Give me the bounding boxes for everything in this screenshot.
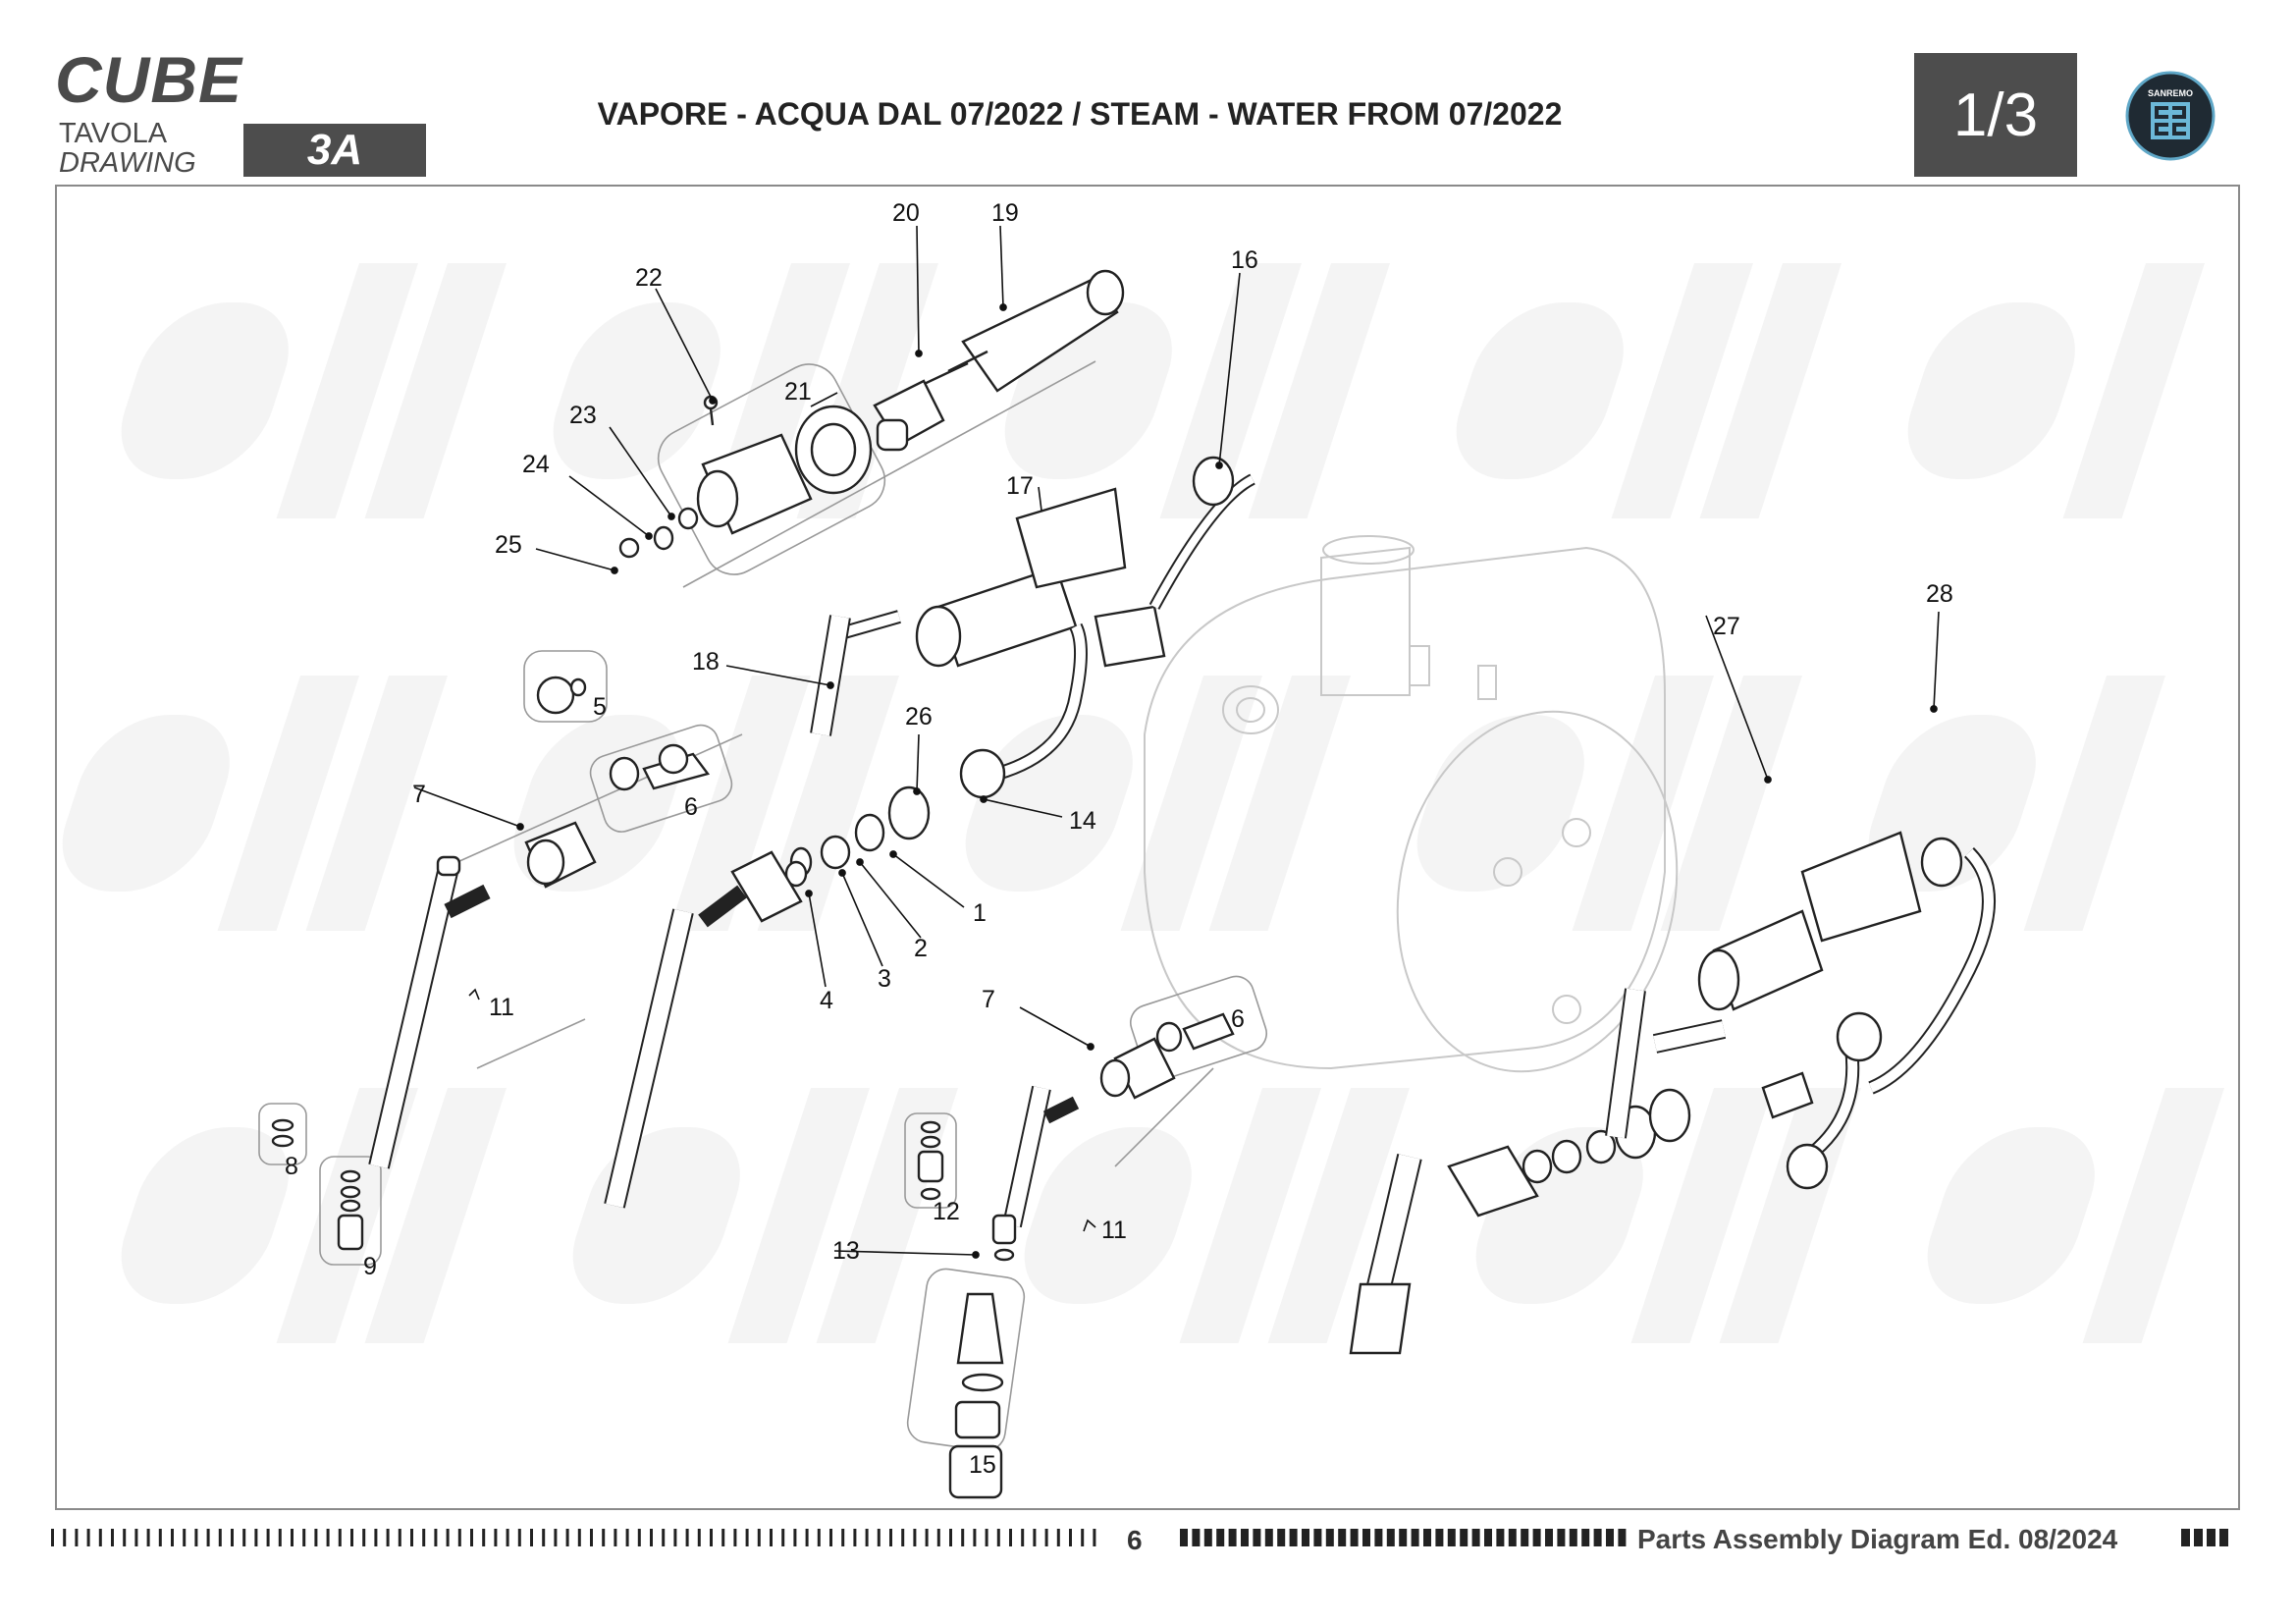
part-label-22: 22 bbox=[635, 264, 663, 292]
page-number: 6 bbox=[1127, 1525, 1143, 1555]
part-label-15: 14 bbox=[1069, 807, 1096, 835]
leader-lines bbox=[413, 225, 1940, 1259]
part-label-12: 12 bbox=[933, 1198, 960, 1225]
brand-title: CUBE bbox=[55, 43, 243, 116]
parts-drawing bbox=[271, 269, 1996, 1499]
part-label-18: 18 bbox=[692, 648, 720, 676]
drawing-label: DRAWING bbox=[59, 147, 196, 179]
part-label-7a: 7 bbox=[412, 781, 426, 808]
part-label-19: 19 bbox=[991, 199, 1019, 227]
part-label-25: 25 bbox=[495, 531, 522, 559]
part-label-8: 8 bbox=[285, 1153, 298, 1180]
logo-text: SANREMO bbox=[2148, 88, 2193, 98]
part-label-5: 5 bbox=[593, 693, 607, 721]
drawing-code-badge: 3A bbox=[243, 124, 426, 177]
part-label-23: 23 bbox=[569, 402, 597, 429]
drawing-frame bbox=[55, 185, 2240, 1510]
part-label-16: 16 bbox=[1231, 246, 1258, 274]
part-label-9: 9 bbox=[363, 1253, 377, 1280]
footer-bar-pattern bbox=[51, 1529, 2228, 1546]
tavola-label: TAVOLA bbox=[59, 118, 168, 149]
sanremo-logo-icon: SANREMO bbox=[2125, 71, 2216, 161]
part-label-4: 4 bbox=[820, 987, 833, 1014]
part-label-6b: 6 bbox=[1231, 1005, 1245, 1033]
part-label-21: 21 bbox=[784, 378, 812, 406]
part-label-2: 2 bbox=[914, 935, 928, 962]
part-labels: 20 19 16 22 21 23 24 25 17 18 5 26 14 7 … bbox=[285, 199, 1953, 1479]
part-label-17: 17 bbox=[1006, 472, 1034, 500]
part-label-1: 1 bbox=[973, 899, 987, 927]
part-label-14: 15 bbox=[969, 1451, 996, 1479]
exploded-parts-diagram: 20 19 16 22 21 23 24 25 17 18 5 26 14 7 … bbox=[62, 199, 2224, 1499]
part-label-7b: 7 bbox=[982, 986, 995, 1013]
part-label-13: 13 bbox=[832, 1237, 860, 1265]
part-label-3: 3 bbox=[878, 965, 891, 993]
part-label-28: 28 bbox=[1926, 580, 1953, 608]
part-label-26: 26 bbox=[905, 703, 933, 731]
page-title: VAPORE - ACQUA DAL 07/2022 / STEAM - WAT… bbox=[597, 96, 1563, 132]
part-label-27: 27 bbox=[1713, 613, 1740, 640]
edition-label: Parts Assembly Diagram Ed. 08/2024 bbox=[1637, 1524, 2118, 1554]
part-label-6a: 6 bbox=[684, 793, 698, 821]
part-label-10: 11 bbox=[489, 994, 514, 1021]
boiler-drawing bbox=[1144, 535, 1679, 1073]
part-label-11: 11 bbox=[1101, 1217, 1127, 1244]
part-label-24: 24 bbox=[522, 451, 550, 478]
page-indicator: 1/3 bbox=[1914, 53, 2077, 177]
part-label-20: 20 bbox=[892, 199, 920, 227]
